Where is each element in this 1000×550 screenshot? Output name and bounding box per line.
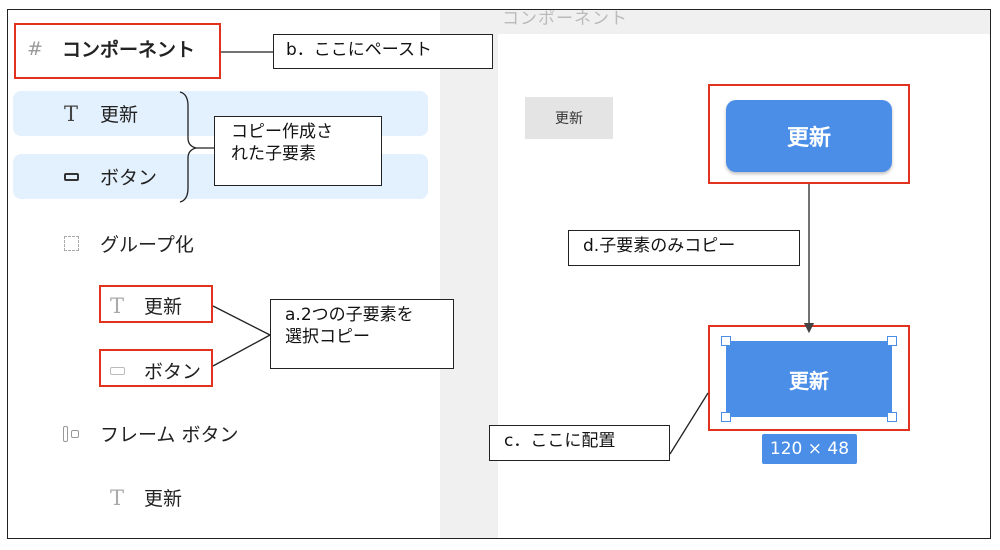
note-b-text: b．ここにペースト	[286, 40, 432, 60]
layer-child-button[interactable]: ボタン	[106, 357, 201, 384]
layer-group[interactable]: グループ化	[60, 230, 194, 257]
canvas-top-button[interactable]: 更新	[726, 100, 892, 172]
rectangle-icon	[106, 360, 128, 382]
frame-icon	[60, 423, 82, 445]
text-icon: T	[109, 293, 124, 318]
layer-child-text[interactable]: T 更新	[106, 292, 182, 319]
group-icon	[60, 233, 82, 255]
note-c: c．ここに配置	[489, 425, 670, 461]
highlight-box-bottom-button	[708, 325, 910, 431]
rectangle-icon	[60, 166, 82, 188]
note-c-text: c．ここに配置	[504, 431, 616, 451]
note-d-text: d.子要素のみコピー	[583, 236, 736, 256]
layer-frame-text-label: 更新	[144, 488, 183, 510]
layer-group-label: グループ化	[100, 234, 194, 256]
highlight-box-child-text	[99, 285, 213, 323]
resize-handle-bottom-right[interactable]	[887, 412, 897, 422]
note-copied-children-line1: コピー作成さ	[231, 122, 333, 142]
canvas-text-element[interactable]: 更新	[525, 97, 613, 139]
layer-frame-button-label: フレーム ボタン	[100, 424, 239, 446]
note-copied-children-line2: れた子要素	[231, 144, 316, 165]
resize-handle-bottom-left[interactable]	[721, 412, 731, 422]
resize-handle-top-right[interactable]	[887, 336, 897, 346]
note-a-line1: a.2つの子要素を	[285, 305, 414, 325]
screenshot-frame: # コンポーネント T 更新 ボタン グループ化 T 更新 ボタン	[7, 9, 991, 539]
layer-child-button-label: ボタン	[144, 361, 202, 383]
layer-copied-button-label: ボタン	[100, 167, 158, 189]
highlight-box-component	[14, 23, 221, 79]
highlight-box-top-button	[708, 84, 910, 184]
size-badge: 120 × 48	[762, 434, 857, 464]
layer-frame-text[interactable]: T 更新	[106, 484, 182, 511]
layer-copied-text-label: 更新	[100, 104, 139, 126]
text-icon: T	[63, 101, 78, 126]
layer-child-text-label: 更新	[144, 296, 183, 318]
canvas-bottom-button[interactable]: 更新	[726, 341, 892, 417]
hash-icon: #	[27, 37, 43, 60]
note-copied-children: コピー作成さ れた子要素	[214, 116, 382, 186]
note-b: b．ここにペースト	[273, 34, 493, 69]
note-a-line2: 選択コピー	[285, 327, 370, 348]
note-a: a.2つの子要素を 選択コピー	[270, 299, 454, 369]
text-icon: T	[109, 485, 124, 510]
resize-handle-top-left[interactable]	[721, 336, 731, 346]
layer-component[interactable]: # コンポーネント	[24, 35, 195, 62]
note-d: d.子要素のみコピー	[568, 230, 800, 266]
layers-panel: # コンポーネント T 更新 ボタン グループ化 T 更新 ボタン	[8, 10, 440, 538]
layer-frame-button[interactable]: フレーム ボタン	[60, 420, 238, 447]
canvas-frame-title: コンポーネント	[502, 9, 628, 29]
highlight-box-child-button	[99, 349, 213, 387]
layer-component-label: コンポーネント	[62, 39, 196, 61]
